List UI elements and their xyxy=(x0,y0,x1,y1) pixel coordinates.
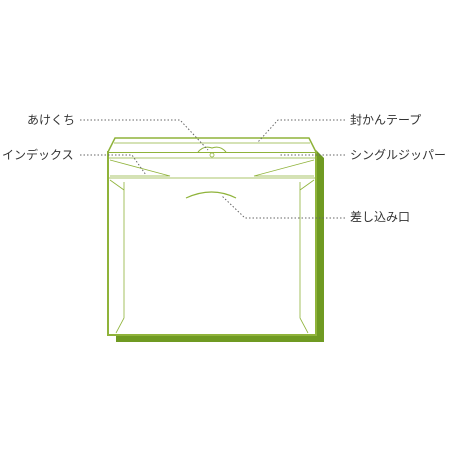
tear-notch-hole xyxy=(209,152,215,158)
tear-notch xyxy=(197,146,227,153)
callout-sashikomi: 差し込み口 xyxy=(350,210,411,224)
insertion-opening xyxy=(185,191,237,199)
callout-index: インデックス xyxy=(2,148,74,162)
right-fold-edge xyxy=(299,179,315,191)
envelope-body xyxy=(107,151,317,336)
left-fold-edge xyxy=(109,179,125,191)
callout-akekuchi: あけくち xyxy=(27,113,76,127)
right-fold-line xyxy=(299,182,309,334)
zipper-band-left-triangle xyxy=(109,159,171,177)
leader-akekuchi xyxy=(80,119,209,151)
leader-fukan-tape xyxy=(257,119,345,143)
callout-single-zipper: シングルジッパー xyxy=(350,148,447,162)
envelope-flap xyxy=(107,137,317,153)
leader-lines xyxy=(80,119,345,219)
callout-fukan-tape: 封かんテープ xyxy=(350,113,422,127)
left-fold-line xyxy=(115,182,125,334)
zipper-band-right-triangle xyxy=(253,159,315,177)
